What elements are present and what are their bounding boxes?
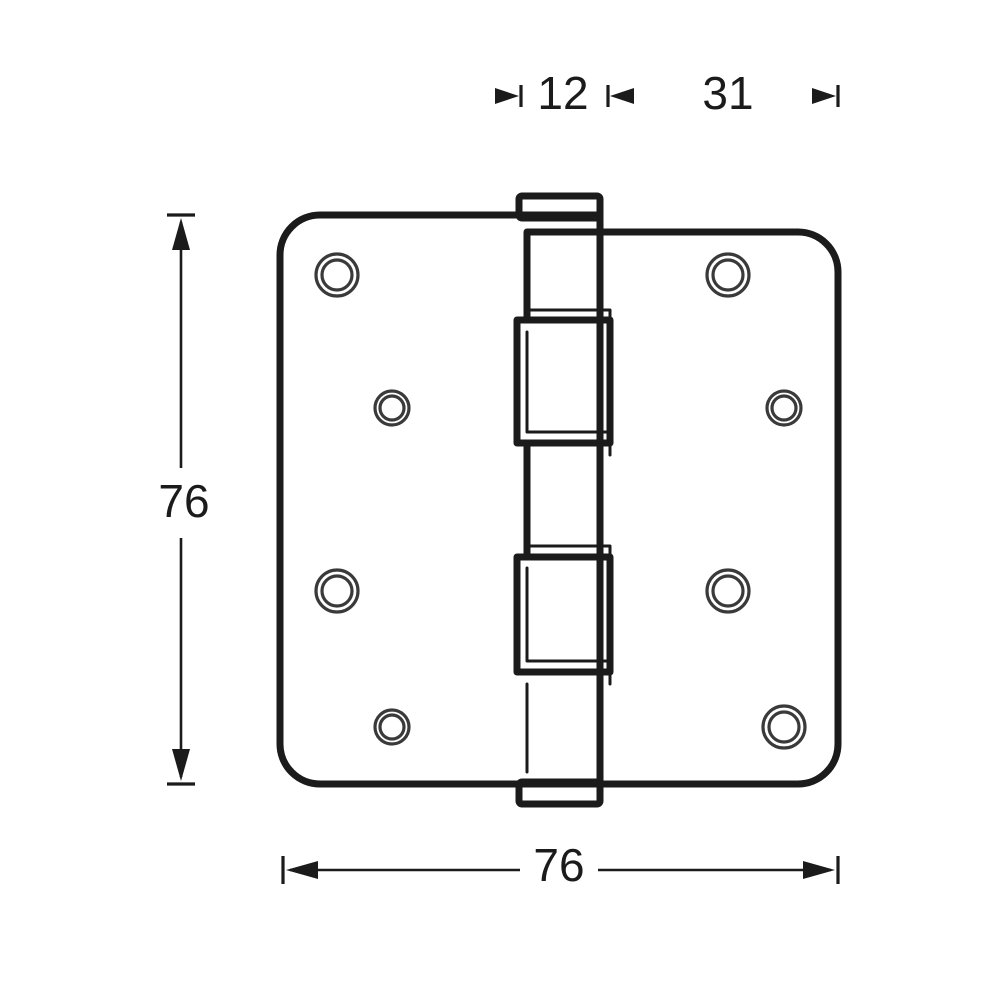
bottom-dimension-group: 76 [281, 839, 840, 891]
knuckle-detail-lines [525, 241, 612, 774]
dimension-label-height-76: 76 [158, 475, 209, 527]
dim-12-left-marker [495, 85, 523, 107]
screw-hole-bottom-right [761, 704, 807, 750]
left-dimension-group: 76 [158, 213, 210, 786]
screw-hole-lower-left [314, 568, 360, 614]
screw-hole-lower-right [705, 568, 751, 614]
screw-hole-bottom-left [373, 708, 411, 746]
left-dim-arrow-up [172, 218, 190, 250]
dimension-label-12: 12 [537, 67, 588, 119]
dim-31-right-marker [812, 85, 840, 107]
hinge-top-pin-tab [515, 192, 604, 222]
dimension-label-31: 31 [702, 67, 753, 119]
screw-hole-top-right [705, 252, 751, 298]
screw-hole-mid-left [373, 389, 411, 427]
screw-hole-mid-right [765, 389, 803, 427]
hinge-bottom-pin-tab [515, 778, 604, 808]
dimension-label-width-76: 76 [533, 839, 584, 891]
top-dimension-group: 12 31 [495, 67, 840, 119]
bottom-dim-arrow-left [286, 861, 318, 879]
screw-holes-group [314, 252, 807, 750]
screw-hole-top-left [314, 252, 360, 298]
hinge-right-leaf [523, 228, 842, 788]
bottom-dim-arrow-right [803, 861, 835, 879]
left-dim-arrow-down [172, 749, 190, 781]
dim-12-right-marker [606, 85, 634, 107]
hinge-part [276, 192, 842, 808]
